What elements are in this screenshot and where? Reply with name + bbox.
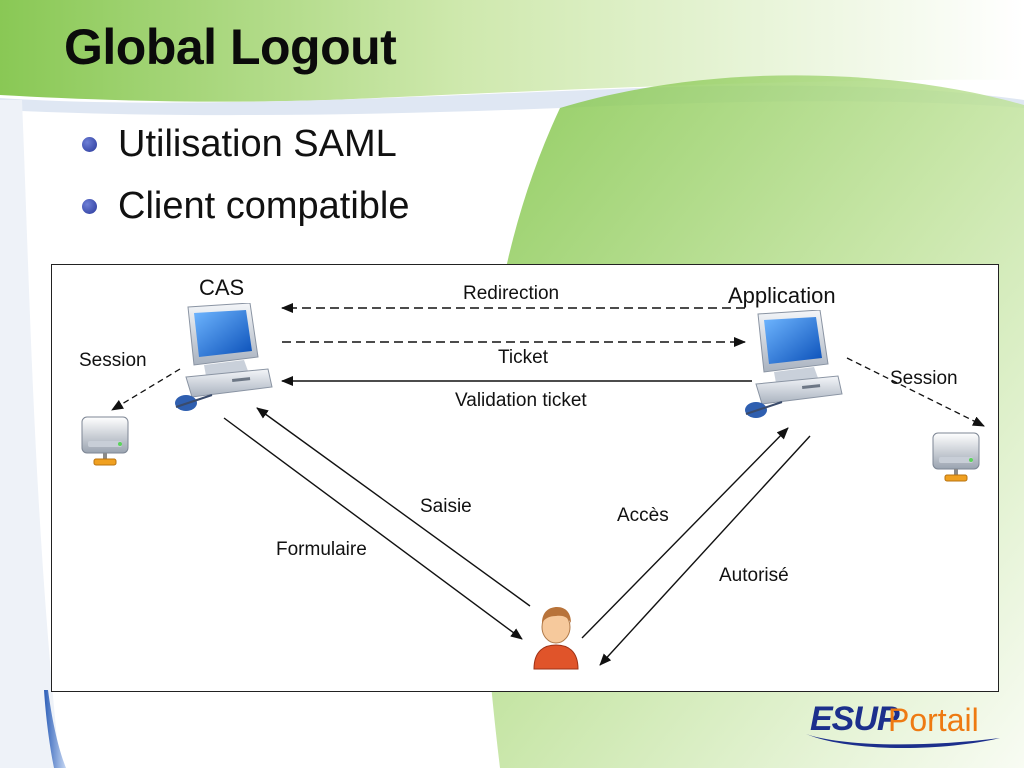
application-computer-icon [745, 310, 843, 418]
bullet-text: Utilisation SAML [118, 123, 397, 165]
diagram-arrows [111, 303, 985, 666]
cas-computer-icon [175, 303, 273, 411]
autorise-label: Autorisé [719, 565, 789, 586]
acces-label: Accès [617, 505, 669, 526]
cas-session-server-icon [81, 416, 129, 466]
arrow-app-session [846, 357, 985, 427]
bullet-list: Utilisation SAML Client compatible [78, 118, 409, 242]
saisie-label: Saisie [420, 496, 472, 517]
slide-title: Global Logout [64, 19, 397, 75]
arrow-saisie [256, 407, 531, 607]
validation-ticket-label: Validation ticket [455, 390, 587, 411]
cas-label: CAS [199, 275, 245, 300]
app-session-server-icon [932, 432, 980, 482]
bullet-item: Utilisation SAML [78, 118, 409, 180]
logo-swoosh-icon [806, 734, 1000, 749]
arrow-cas-session [111, 368, 181, 411]
application-label: Application [728, 283, 836, 308]
user-icon [533, 607, 579, 670]
logo-product: Portail [888, 702, 979, 738]
arrow-formulaire [223, 417, 523, 640]
bullet-dot-icon [82, 199, 97, 214]
arrow-acces [581, 427, 789, 639]
arrow-autorise [599, 435, 811, 666]
bullet-dot-icon [82, 137, 97, 152]
logout-flow-diagram: CAS Application Session Session Redirect… [51, 264, 999, 692]
app-session-label: Session [890, 368, 958, 389]
formulaire-label: Formulaire [276, 539, 367, 560]
bullet-text: Client compatible [118, 185, 410, 227]
cas-session-label: Session [79, 350, 147, 371]
bullet-item: Client compatible [78, 180, 409, 242]
redirection-label: Redirection [463, 283, 560, 304]
ticket-label: Ticket [498, 347, 548, 368]
logo-brand: ESUP [810, 700, 900, 738]
esup-portail-logo: ESUP Portail [800, 700, 1004, 756]
